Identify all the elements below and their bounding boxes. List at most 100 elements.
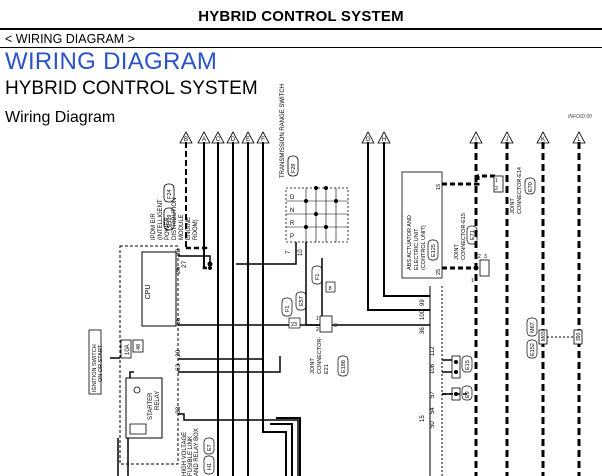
svg-text:F29: F29: [291, 164, 297, 173]
page-subtitle: HYBRID CONTROL SYSTEM: [5, 78, 258, 99]
svg-text:F24: F24: [167, 190, 173, 199]
svg-text:F1: F1: [315, 274, 321, 280]
svg-text:25: 25: [436, 269, 442, 275]
svg-text:ELECTRIC UNIT: ELECTRIC UNIT: [414, 228, 420, 270]
svg-text:99: 99: [420, 299, 426, 306]
svg-text:15: 15: [436, 184, 442, 190]
svg-text:10A: 10A: [125, 344, 131, 355]
svg-text:E119: E119: [167, 215, 173, 227]
cpu-box: [141, 251, 177, 327]
relay-box-label: HIGH VOLTAGE FUSIBLE LINK AND RELAY BOX: [182, 428, 200, 476]
svg-text:15: 15: [420, 415, 426, 422]
svg-text:23: 23: [291, 322, 297, 328]
svg-text:3: 3: [484, 254, 487, 260]
svg-text:M67: M67: [530, 322, 536, 333]
page-title: WIRING DIAGRAM: [5, 48, 218, 75]
svg-text:HIGH VOLTAGE: HIGH VOLTAGE: [182, 432, 188, 476]
svg-text:M65: M65: [541, 331, 547, 341]
svg-text:IGNITION SWITCH: IGNITION SWITCH: [92, 344, 98, 392]
svg-text:36: 36: [420, 327, 426, 334]
svg-text:ROOM): ROOM): [193, 219, 199, 240]
connector-flag-label: A: [202, 137, 206, 143]
wire-pin33: [178, 413, 299, 476]
svg-text:JOINT: JOINT: [510, 197, 516, 214]
svg-text:50: 50: [430, 421, 436, 428]
starter-relay: STARTER RELAY: [125, 377, 163, 439]
svg-text:2: 2: [316, 327, 319, 333]
wire-h: [383, 142, 430, 297]
svg-text:54: 54: [430, 407, 436, 414]
svg-text:CONNECTOR-E14: CONNECTOR-E14: [517, 167, 523, 214]
svg-text:33: 33: [175, 406, 182, 414]
joint-connector-e14: 1 2 JOINT CONNECTOR-E14 E70: [493, 167, 536, 214]
svg-text:57: 57: [430, 391, 436, 398]
svg-text:100: 100: [420, 309, 426, 320]
svg-text:E21: E21: [324, 364, 330, 374]
svg-text:1: 1: [471, 278, 474, 284]
connector-flag-label: E: [246, 137, 250, 143]
svg-text:AND RELAY BOX: AND RELAY BOX: [194, 428, 200, 476]
connector-flag-label: I: [475, 137, 477, 143]
joint-connector-e15: JOINT CONNECTOR-E15 E71 1 2 3: [454, 213, 490, 284]
svg-text:ABS ACTUATOR AND: ABS ACTUATOR AND: [407, 215, 413, 270]
svg-text:66: 66: [175, 317, 182, 325]
svg-text:POWER: POWER: [165, 217, 171, 240]
svg-text:F1: F1: [285, 306, 291, 312]
wire-pin63: [178, 356, 281, 373]
svg-text:CONNECTOR-E15: CONNECTOR-E15: [461, 213, 467, 260]
svg-text:E57: E57: [299, 296, 305, 306]
svg-text:27: 27: [181, 260, 188, 268]
svg-text:DISTRIBUTION: DISTRIBUTION: [172, 198, 178, 240]
connector-flag-label: L: [577, 137, 581, 143]
connector-flag-label: C: [216, 137, 221, 143]
ipdm-box: [119, 245, 179, 465]
ignition-switch: IGNITION SWITCH ON OR START: [88, 329, 104, 395]
svg-text:E15: E15: [465, 360, 471, 370]
svg-text:2: 2: [495, 186, 498, 192]
connector-flag-label: J: [506, 137, 509, 143]
header-rule: [0, 28, 602, 30]
fuse-10a: 10A 48: [110, 339, 144, 359]
svg-text:H1: H1: [207, 463, 213, 470]
svg-text:ON OR START: ON OR START: [98, 344, 104, 382]
ipdm-connector-id: [163, 183, 175, 203]
connector-flag-label: K: [541, 137, 545, 143]
svg-text:48: 48: [136, 344, 142, 350]
joint-connector-e21: 1 2 3 JOINT CONNECTOR- E21 E188: [306, 315, 349, 377]
wire-ref-boxes: F1 E57 F1 8 23: [281, 265, 336, 329]
svg-text:E152: E152: [530, 343, 536, 356]
svg-text:7: 7: [286, 250, 292, 254]
svg-text:28: 28: [175, 248, 182, 256]
svg-text:1: 1: [316, 316, 319, 322]
svg-text:63: 63: [175, 363, 182, 371]
svg-text:20: 20: [175, 349, 182, 357]
section-heading: Wiring Diagram: [5, 109, 116, 126]
connector-flag-label: D: [231, 137, 236, 143]
svg-text:390: 390: [576, 332, 582, 341]
svg-text:JOINT: JOINT: [454, 243, 460, 260]
control-module-block: 99 100 36 15 108 112 57 54 50: [420, 286, 443, 476]
breadcrumb[interactable]: < WIRING DIAGRAM >: [5, 32, 135, 46]
svg-text:N: N: [290, 208, 294, 214]
page-header: HYBRID CONTROL SYSTEM: [0, 0, 602, 30]
info-id: INFOID:00: [568, 114, 592, 120]
transmission-range-switch: P R N D: [285, 186, 349, 243]
svg-text:10: 10: [298, 249, 304, 256]
connector-flag-label: F: [261, 137, 265, 143]
svg-text:TRANSMISSION RANGE SWITCH: TRANSMISSION RANGE SWITCH: [280, 84, 286, 178]
svg-text:3: 3: [334, 323, 337, 329]
svg-text:E7: E7: [207, 444, 213, 451]
svg-text:1: 1: [495, 178, 498, 184]
svg-text:26: 26: [175, 266, 182, 274]
svg-text:2: 2: [478, 254, 481, 260]
ipdm-label: IPDM E/R (INTELLIGENT POWER DISTRIBUTION…: [151, 198, 199, 240]
svg-text:E70: E70: [528, 182, 534, 192]
svg-text:R: R: [290, 221, 295, 227]
svg-text:E71: E71: [470, 230, 476, 240]
svg-text:(CONTROL UNIT): (CONTROL UNIT): [421, 225, 427, 270]
ipdm-pins: 28 26 27 66 20 63 33: [175, 248, 188, 414]
svg-text:IPDM E/R: IPDM E/R: [151, 213, 157, 240]
svg-text:STARTER: STARTER: [148, 392, 154, 420]
